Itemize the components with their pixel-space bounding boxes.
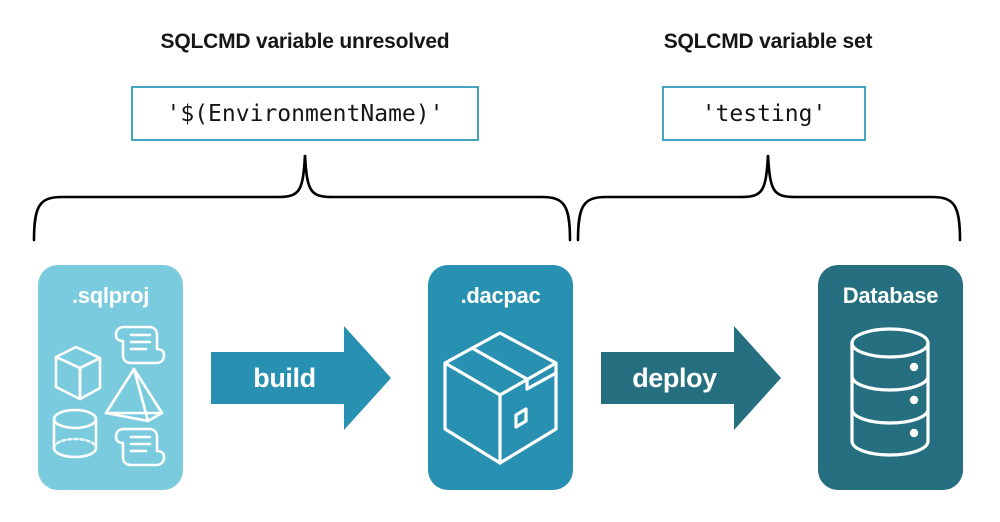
- section-title-sqlcmd-unresolved: SQLCMD variable unresolved: [160, 30, 450, 53]
- script-scroll-icon-top: [114, 325, 166, 365]
- code-box-environment-name: '$(EnvironmentName)': [131, 86, 479, 141]
- script-scroll-icon-bottom: [114, 427, 166, 467]
- card-database-label: Database: [842, 283, 939, 308]
- card-sqlproj: .sqlproj: [38, 265, 183, 490]
- card-sqlproj-label: .sqlproj: [71, 283, 150, 308]
- card-dacpac: .dacpac: [428, 265, 573, 490]
- database-cylinder-icon: [850, 327, 930, 457]
- code-box-testing: 'testing': [662, 86, 866, 141]
- package-box-icon: [443, 331, 558, 465]
- curly-brace-left: [32, 154, 572, 242]
- arrow-build-label: build: [253, 362, 316, 393]
- section-title-sqlcmd-set: SQLCMD variable set: [663, 30, 873, 53]
- arrow-deploy-label: deploy: [632, 362, 717, 393]
- project-artifacts-icon: [52, 325, 166, 467]
- card-database: Database: [818, 265, 963, 490]
- cylinder-shape: [52, 408, 98, 459]
- arrow-build-shape: [211, 326, 391, 430]
- curly-brace-right: [576, 154, 962, 242]
- card-dacpac-label: .dacpac: [460, 283, 541, 308]
- arrow-build: build: [211, 326, 391, 430]
- pyramid-shape: [104, 367, 164, 423]
- arrow-deploy: deploy: [601, 326, 781, 430]
- arrow-deploy-shape: [601, 326, 781, 430]
- cube-shape: [54, 345, 102, 401]
